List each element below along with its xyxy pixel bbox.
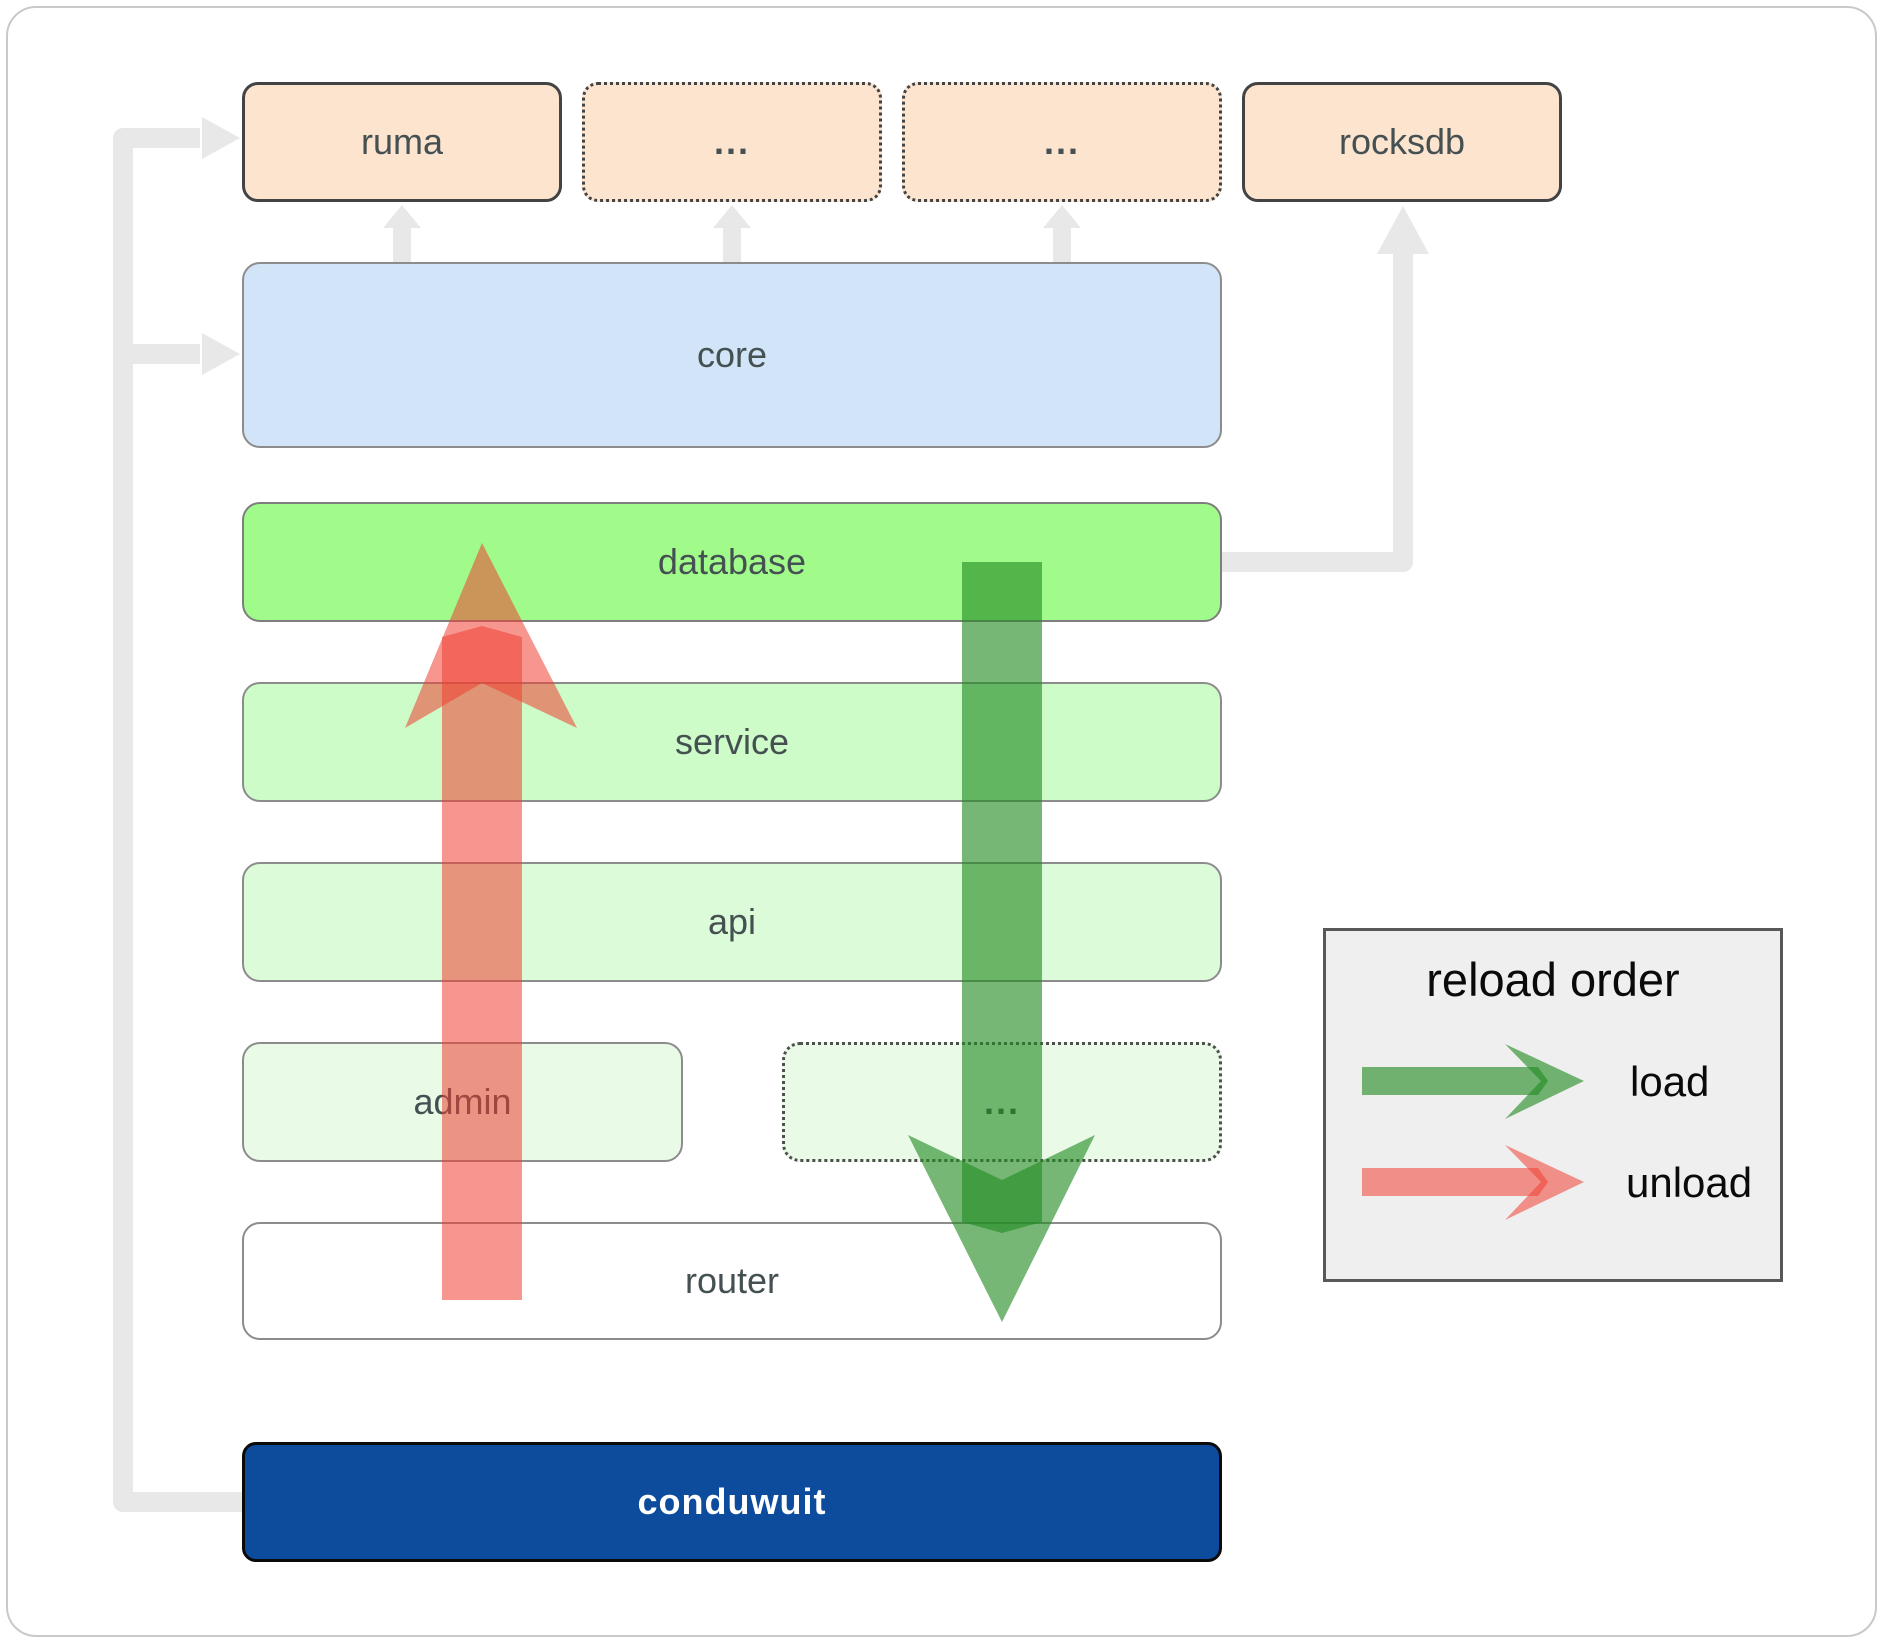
legend-load-label: load: [1630, 1058, 1710, 1105]
node-ruma: ruma: [242, 82, 562, 202]
node-api: api: [242, 862, 1222, 982]
node-module-b-label: ...: [1043, 121, 1080, 162]
legend-title: reload order: [1426, 953, 1680, 1006]
node-rocksdb: rocksdb: [1242, 82, 1562, 202]
node-module-a-label: ...: [713, 121, 750, 162]
node-conduwuit-label: conduwuit: [637, 1481, 827, 1522]
node-database-label: database: [657, 541, 807, 582]
node-database: database: [242, 502, 1222, 622]
node-router: router: [242, 1222, 1222, 1340]
node-core-label: core: [696, 334, 768, 375]
node-service-label: service: [674, 721, 790, 762]
node-core: core: [242, 262, 1222, 448]
node-module-c: ...: [782, 1042, 1222, 1162]
node-router-label: router: [684, 1260, 780, 1301]
node-ruma-label: ruma: [360, 121, 444, 162]
node-module-c-label: ...: [983, 1081, 1020, 1122]
node-admin-label: admin: [413, 1081, 512, 1122]
outer-frame: [6, 6, 1877, 1637]
node-api-label: api: [707, 901, 757, 942]
node-service: service: [242, 682, 1222, 802]
node-conduwuit: conduwuit: [242, 1442, 1222, 1562]
node-module-a: ...: [582, 82, 882, 202]
node-rocksdb-label: rocksdb: [1338, 121, 1466, 162]
legend-unload-label: unload: [1626, 1159, 1753, 1206]
node-admin: admin: [242, 1042, 683, 1162]
node-module-b: ...: [902, 82, 1222, 202]
